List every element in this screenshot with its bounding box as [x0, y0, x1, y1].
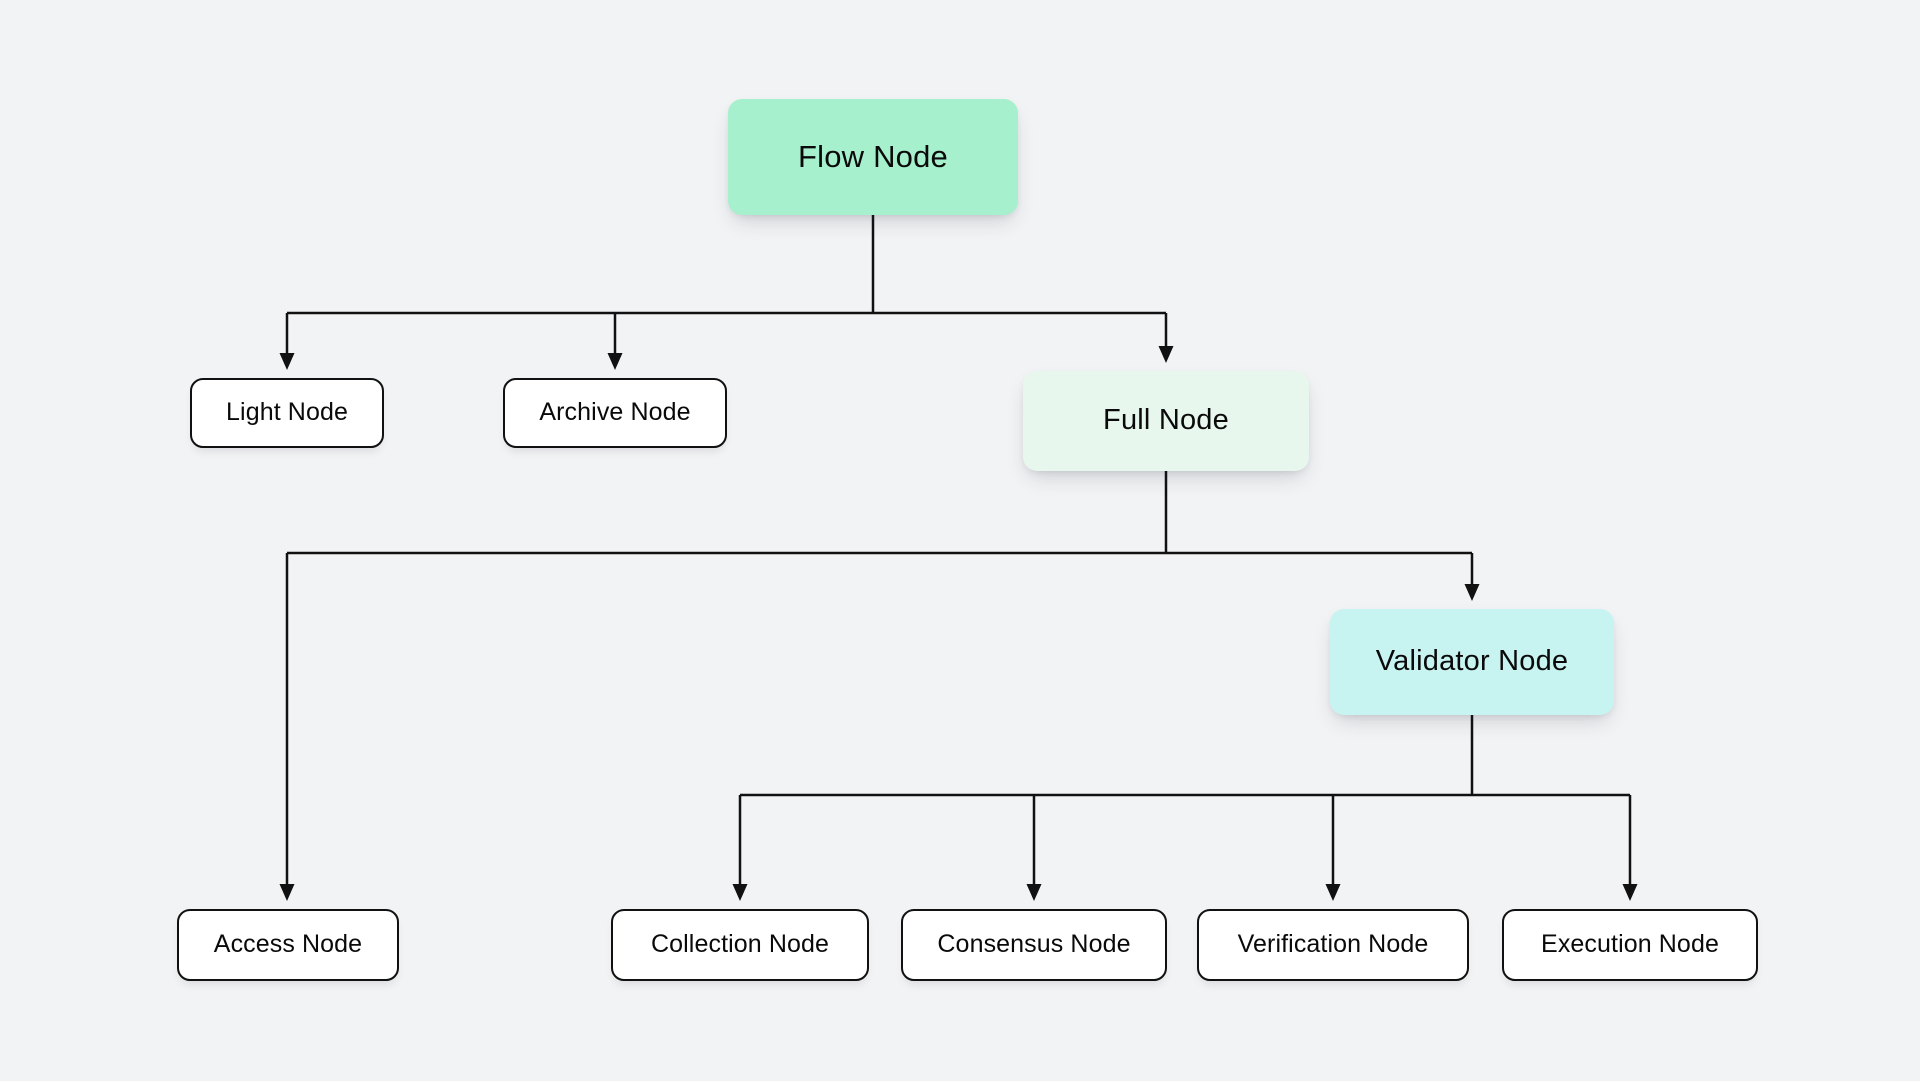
node-access-node[interactable]: Access Node — [177, 909, 399, 981]
node-label: Full Node — [1103, 404, 1229, 437]
arrowhead-val-to-execution — [1622, 884, 1638, 901]
arrowhead-flow-to-archive — [607, 353, 623, 370]
arrowhead-val-to-consensus — [1026, 884, 1042, 901]
node-label: Flow Node — [798, 138, 948, 174]
node-label: Execution Node — [1541, 930, 1719, 959]
arrowhead-full-to-access — [279, 884, 295, 901]
arrowhead-flow-to-light — [279, 353, 295, 370]
node-consensus-node[interactable]: Consensus Node — [901, 909, 1167, 981]
node-label: Verification Node — [1237, 930, 1429, 959]
arrowhead-val-to-collection — [732, 884, 748, 901]
node-label: Collection Node — [651, 930, 829, 959]
node-execution-node[interactable]: Execution Node — [1502, 909, 1758, 981]
node-full-node[interactable]: Full Node — [1023, 371, 1309, 471]
node-collection-node[interactable]: Collection Node — [611, 909, 869, 981]
node-archive-node[interactable]: Archive Node — [503, 378, 727, 448]
node-validator-node[interactable]: Validator Node — [1330, 609, 1614, 715]
node-verification-node[interactable]: Verification Node — [1197, 909, 1469, 981]
node-label: Consensus Node — [937, 930, 1131, 959]
arrowhead-full-to-validator — [1464, 584, 1480, 601]
node-label: Validator Node — [1375, 645, 1569, 678]
node-light-node[interactable]: Light Node — [190, 378, 384, 448]
node-label: Archive Node — [539, 398, 691, 427]
node-label: Access Node — [213, 930, 363, 959]
arrowhead-val-to-verification — [1325, 884, 1341, 901]
node-flow-node[interactable]: Flow Node — [728, 99, 1018, 215]
node-label: Light Node — [226, 398, 348, 427]
arrowhead-flow-to-full — [1158, 346, 1174, 363]
